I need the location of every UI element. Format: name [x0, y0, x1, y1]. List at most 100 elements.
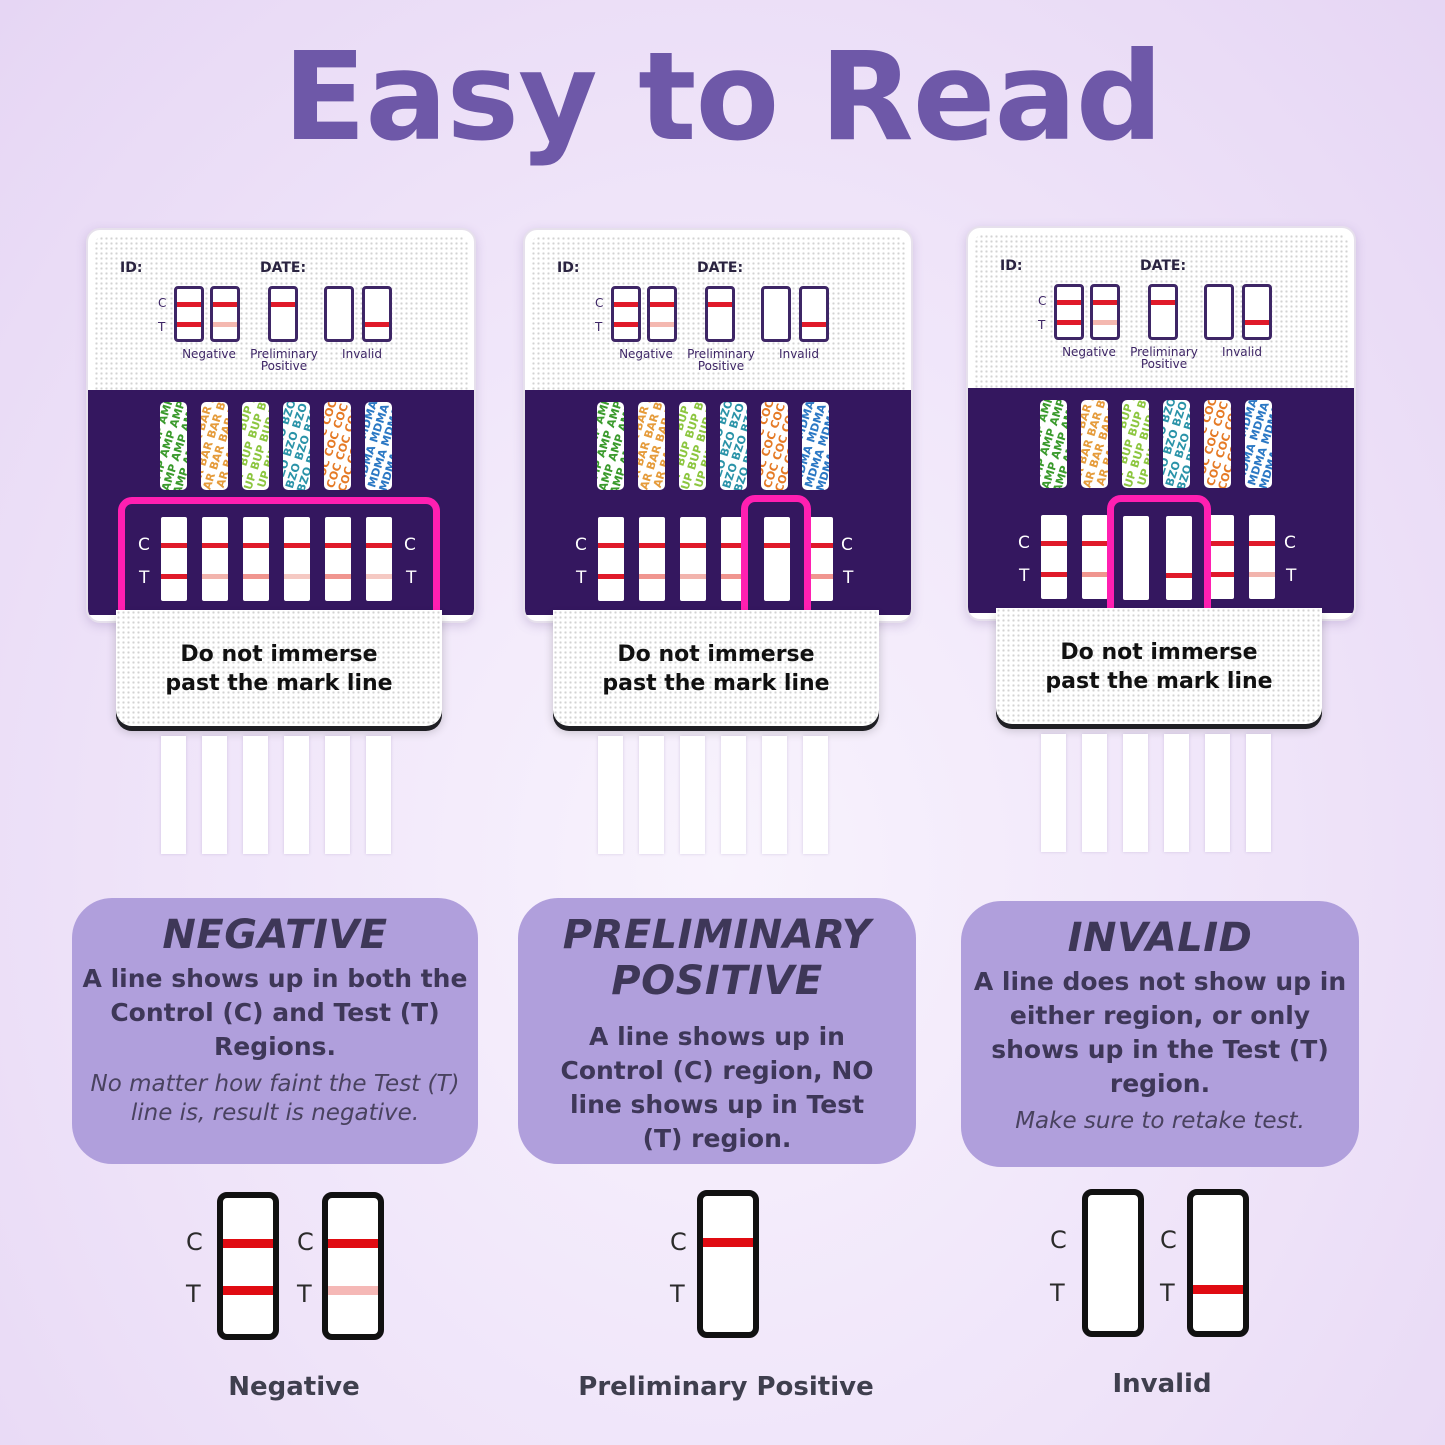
dip-leg — [1123, 734, 1148, 852]
highlight-frame — [1107, 495, 1211, 625]
drug-label-mdma: MDMA MDMA MDMA MDMA MDMA MDMA MDMA MDMA … — [1245, 400, 1272, 488]
test-strip-invalid-t — [1166, 516, 1192, 600]
mini-t-label: T — [158, 320, 166, 334]
mini-c-label: C — [158, 296, 167, 310]
result-description: A line shows up in both the Control (C) … — [82, 964, 468, 1061]
result-description: A line shows up in Control (C) region, N… — [560, 1022, 874, 1153]
result-window-invalid-blank — [1082, 1189, 1144, 1337]
test-strip — [1249, 515, 1275, 599]
drug-label-coc: COC COC COC COC COC COC COC COC COC COC … — [1204, 400, 1231, 488]
caption-preliminary-positive: Preliminary Positive — [578, 1372, 874, 1402]
mini-window-invalid-t — [362, 286, 392, 342]
big-c-label: C — [1050, 1226, 1067, 1254]
t-label-left: T — [139, 568, 150, 588]
dip-leg — [1041, 734, 1066, 852]
dip-leg — [1164, 734, 1189, 852]
drug-label-amp: AMP AMP AMP AMP AMP AMP AMP AMP AMP AMP … — [160, 402, 187, 490]
drug-label-mdma: MDMA MDMA MDMA MDMA MDMA MDMA MDMA MDMA … — [365, 402, 392, 490]
c-label-right: C — [1284, 533, 1296, 553]
mini-label-negative: Negative — [1062, 345, 1116, 359]
highlight-frame — [118, 497, 440, 628]
mini-window-negative-faint — [1090, 284, 1120, 340]
mini-window-negative — [174, 286, 204, 342]
date-label: DATE: — [260, 260, 307, 276]
mini-label-negative: Negative — [182, 347, 236, 361]
big-t-label: T — [670, 1280, 685, 1308]
drug-label-coc: COC COC COC COC COC COC COC COC COC COC … — [324, 402, 351, 490]
drug-label-bar: BAR BAR BAR BAR BAR BAR BAR BAR BAR BAR … — [638, 402, 665, 490]
mini-window-invalid-t — [1242, 284, 1272, 340]
big-t-label: T — [1160, 1279, 1175, 1307]
dip-leg — [202, 736, 227, 854]
result-heading: INVALID — [1067, 915, 1253, 961]
mini-c-label: C — [1038, 294, 1047, 308]
mini-window-negative — [611, 286, 641, 342]
drug-label-amp: AMP AMP AMP AMP AMP AMP AMP AMP AMP AMP … — [1040, 400, 1067, 488]
result-window-preliminary-positive — [697, 1190, 759, 1338]
big-t-label: T — [297, 1280, 312, 1308]
dip-leg — [721, 736, 746, 854]
mini-window-negative-faint — [210, 286, 240, 342]
c-label-right: C — [841, 535, 853, 555]
test-strip — [598, 517, 624, 601]
result-heading: NEGATIVE — [162, 912, 388, 958]
c-label-right: C — [404, 535, 416, 555]
dip-leg — [803, 736, 828, 854]
mini-window-preliminary — [705, 286, 735, 342]
test-strip — [807, 517, 833, 601]
result-box-negative: NEGATIVE A line shows up in both the Con… — [72, 898, 478, 1164]
result-window-invalid-t — [1187, 1189, 1249, 1337]
mini-window-negative — [1054, 284, 1084, 340]
dip-leg — [1082, 734, 1107, 852]
drug-label-bzo: BZO BZO BZO BZO BZO BZO BZO BZO BZO BZO … — [720, 402, 747, 490]
test-strip — [1208, 515, 1234, 599]
test-strip — [639, 517, 665, 601]
drug-label-bup: BUP BUP BUP BUP BUP BUP BUP BUP BUP BUP … — [679, 402, 706, 490]
dip-leg — [161, 736, 186, 854]
test-strip — [366, 517, 392, 601]
result-box-invalid: INVALID A line does not show up in eithe… — [961, 901, 1359, 1167]
test-strip — [284, 517, 310, 601]
dip-leg — [598, 736, 623, 854]
mini-window-invalid-blank — [1204, 284, 1234, 340]
dip-leg — [1246, 734, 1271, 852]
dip-leg — [325, 736, 350, 854]
date-label: DATE: — [697, 260, 744, 276]
c-label-left: C — [138, 535, 150, 555]
mini-label-negative: Negative — [619, 347, 673, 361]
result-note: Make sure to retake test. — [1015, 1108, 1305, 1134]
id-label: ID: — [1000, 258, 1023, 274]
strip-band: AMP AMP AMP AMP AMP AMP AMP AMP AMP AMP … — [525, 390, 911, 615]
mini-c-label: C — [595, 296, 604, 310]
result-window-negative-faint — [322, 1192, 384, 1340]
drug-label-bzo: BZO BZO BZO BZO BZO BZO BZO BZO BZO BZO … — [1163, 400, 1190, 488]
big-c-label: C — [297, 1228, 314, 1256]
dip-leg — [680, 736, 705, 854]
drug-label-bar: BAR BAR BAR BAR BAR BAR BAR BAR BAR BAR … — [1081, 400, 1108, 488]
test-strip — [202, 517, 228, 601]
big-t-label: T — [1050, 1279, 1065, 1307]
c-label-left: C — [575, 535, 587, 555]
dip-leg — [366, 736, 391, 854]
test-strip — [243, 517, 269, 601]
test-strip-positive — [764, 517, 790, 601]
big-c-label: C — [670, 1228, 687, 1256]
result-box-preliminary-positive: PRELIMINARY POSITIVE A line shows up in … — [518, 898, 916, 1164]
drug-label-mdma: MDMA MDMA MDMA MDMA MDMA MDMA MDMA MDMA … — [802, 402, 829, 490]
date-label: DATE: — [1140, 258, 1187, 274]
